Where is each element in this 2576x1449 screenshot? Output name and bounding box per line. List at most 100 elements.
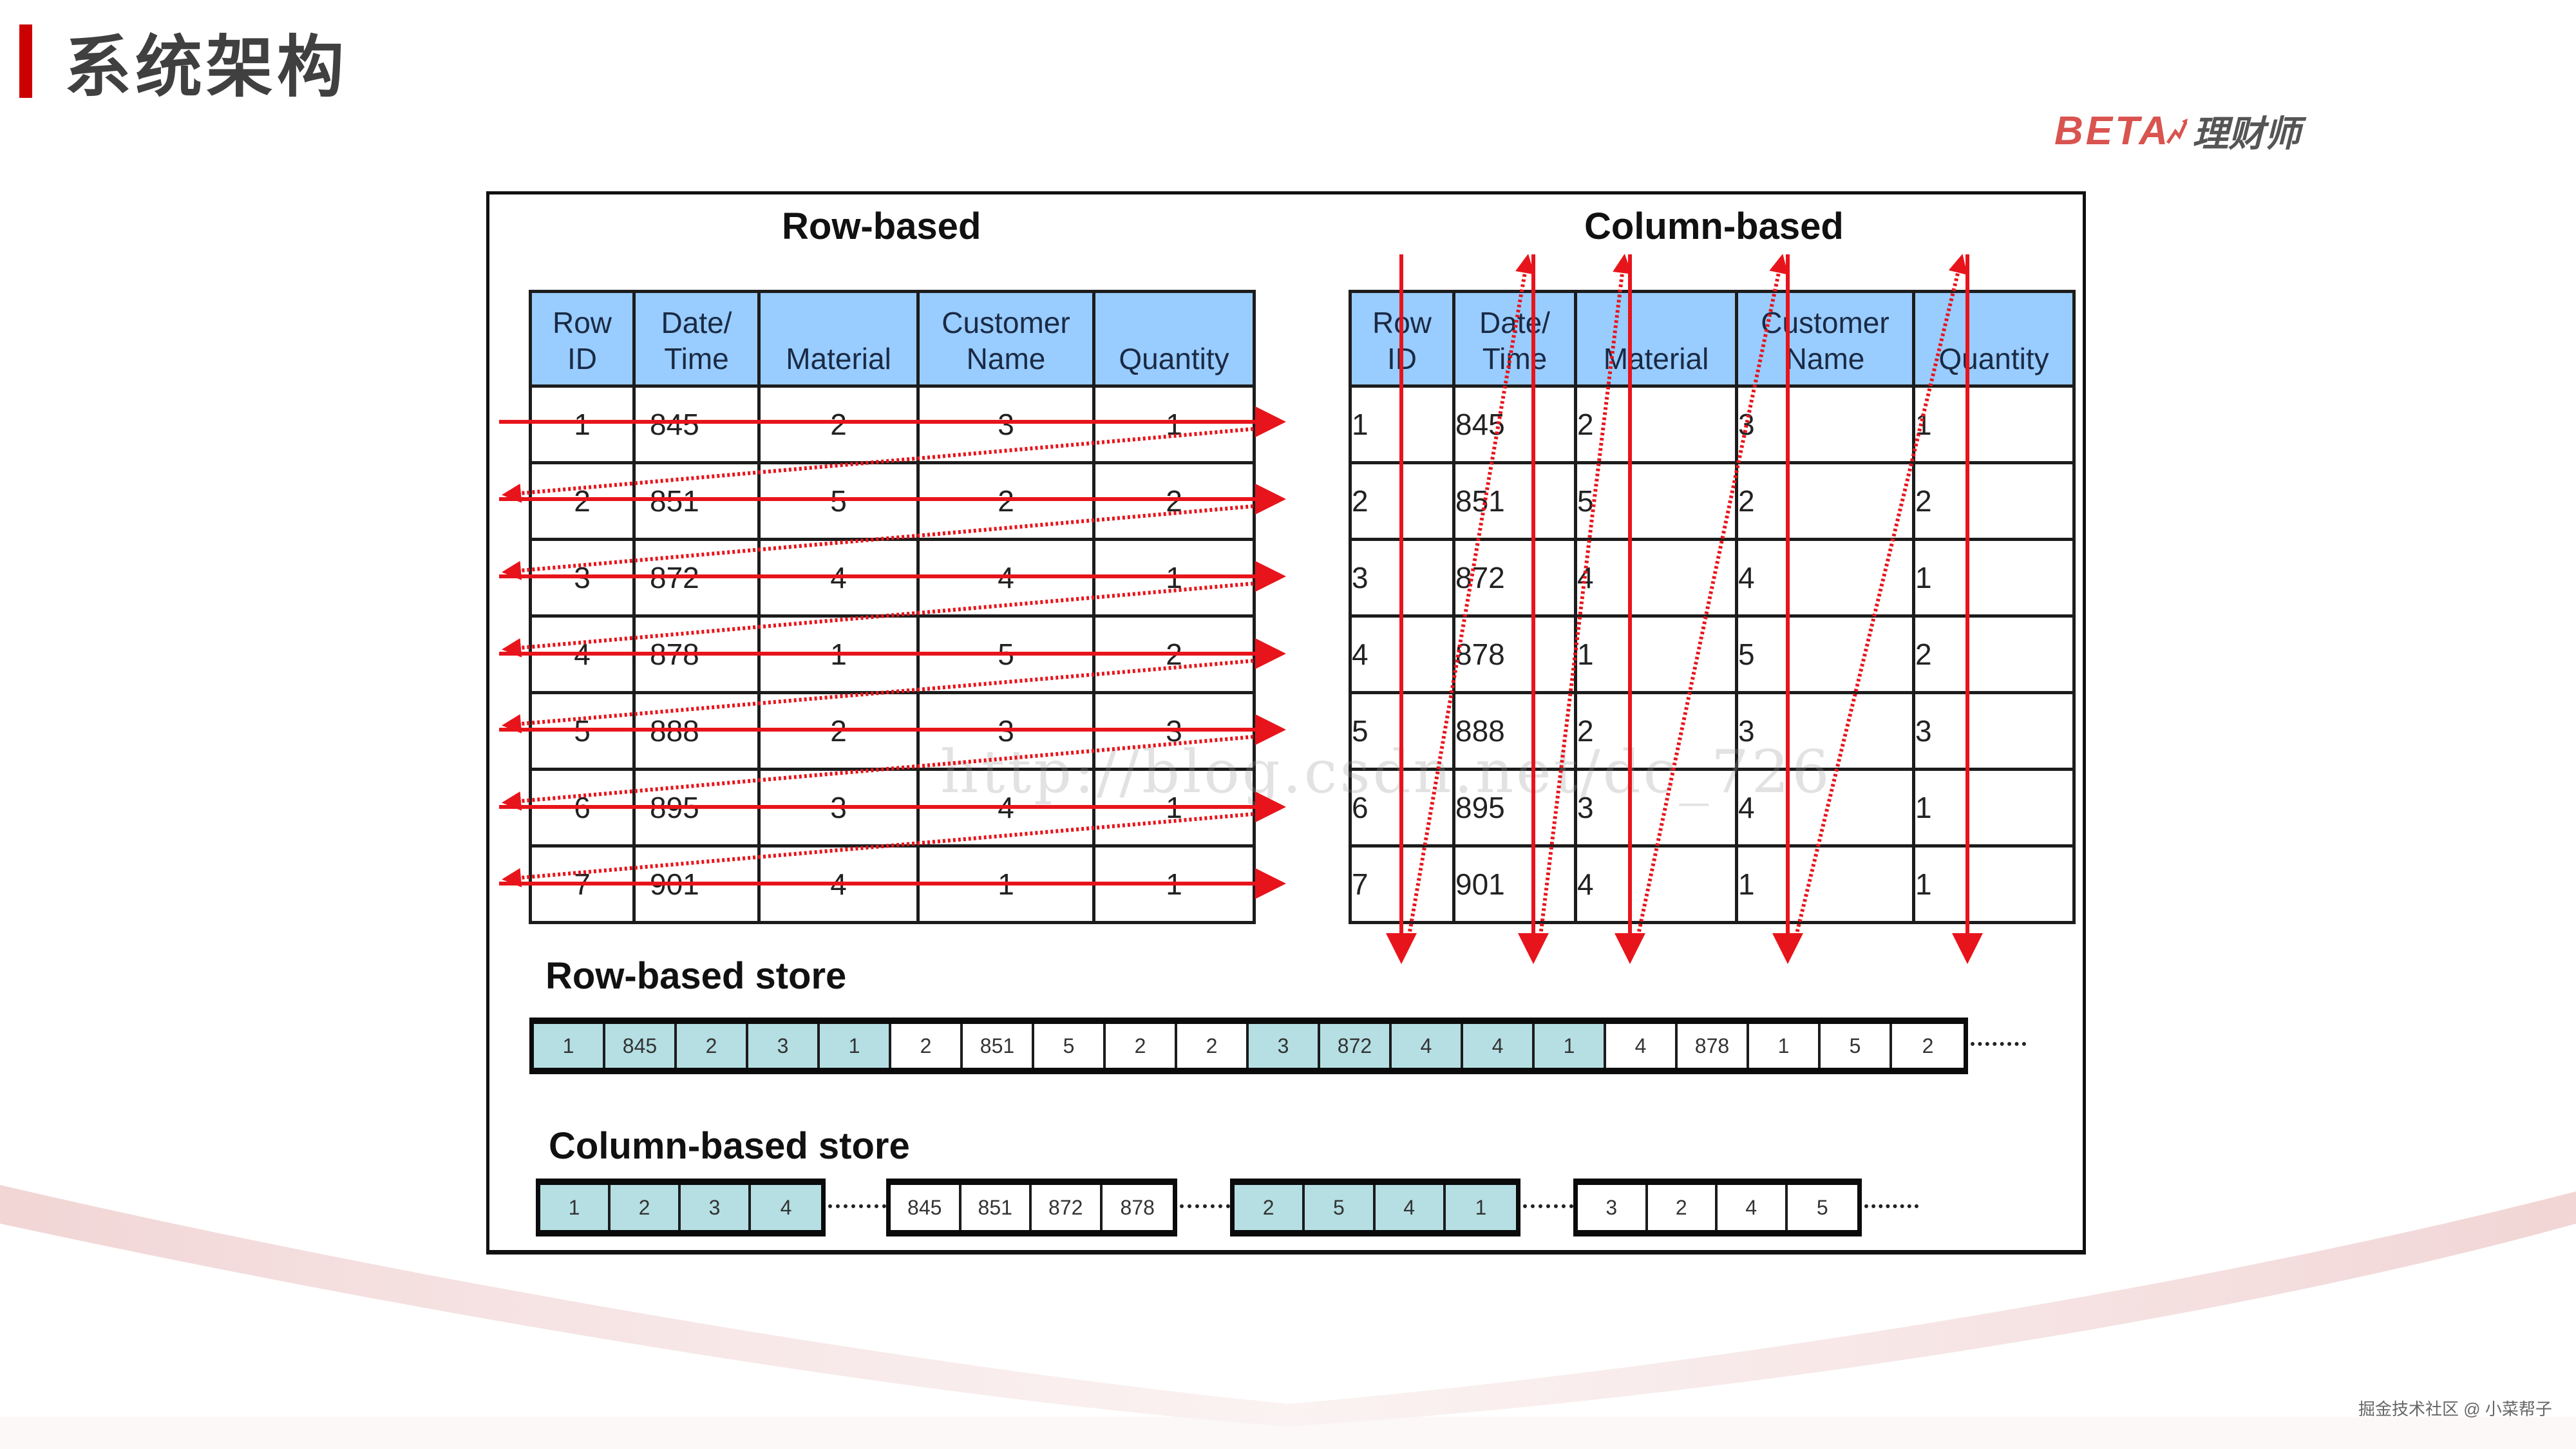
- column-store-label: Column-based store: [549, 1125, 910, 1167]
- cell-customer: 2: [1735, 461, 1915, 541]
- cell-date-time: 895: [632, 768, 761, 848]
- row-store-cell: 3: [748, 1024, 820, 1068]
- column-store-cell: 2: [611, 1185, 681, 1230]
- row-store-continuation: [1971, 1042, 2026, 1046]
- row-store-cell: 851: [963, 1024, 1034, 1068]
- column-store-continuation: [1180, 1204, 1230, 1208]
- cell-row-id: 7: [529, 844, 636, 924]
- cell-date-time: 901: [632, 844, 761, 924]
- column-store-continuation: [828, 1204, 886, 1208]
- page-title: 系统架构: [64, 28, 348, 106]
- cell-material: 1: [1574, 614, 1738, 694]
- cell-quantity: 1: [1912, 384, 2076, 464]
- row-store-cell: 3: [1249, 1024, 1320, 1068]
- header-quantity: Quantity: [1912, 290, 2076, 388]
- column-store-continuation: [1523, 1204, 1573, 1208]
- header-material: Material: [1574, 290, 1738, 388]
- header-quantity: Quantity: [1092, 290, 1256, 388]
- column-store-cell: 845: [891, 1185, 961, 1230]
- cell-quantity: 1: [1912, 538, 2076, 618]
- cell-quantity: 2: [1092, 461, 1256, 541]
- column-store-cell: 872: [1032, 1185, 1103, 1230]
- header-date-time: Date/Time: [1452, 290, 1577, 388]
- row-store-cell: 872: [1320, 1024, 1392, 1068]
- cell-row-id: 5: [529, 691, 636, 771]
- cell-customer: 5: [916, 614, 1095, 694]
- cell-quantity: 1: [1092, 384, 1256, 464]
- title-accent-bar: [19, 24, 32, 98]
- row-store-cell: 4: [1463, 1024, 1535, 1068]
- cell-customer: 3: [916, 384, 1095, 464]
- cell-material: 2: [1574, 384, 1738, 464]
- cell-material: 4: [757, 844, 920, 924]
- row-store-cell: 5: [1034, 1024, 1106, 1068]
- cell-material: 3: [757, 768, 920, 848]
- column-store-cell: 4: [1718, 1185, 1788, 1230]
- cell-date-time: 872: [1452, 538, 1577, 618]
- cell-customer: 5: [1735, 614, 1915, 694]
- cell-row-id: 6: [529, 768, 636, 848]
- column-store-continuation: [1864, 1204, 1918, 1208]
- row-store-cell: 1: [1535, 1024, 1606, 1068]
- column-store-cell: 3: [1578, 1185, 1648, 1230]
- row-store-cell: 5: [1821, 1024, 1892, 1068]
- cell-material: 2: [757, 691, 920, 771]
- row-store-cell: 1: [534, 1024, 605, 1068]
- column-store-cell: 4: [1375, 1185, 1446, 1230]
- row-store-cell: 2: [1106, 1024, 1177, 1068]
- cell-customer: 4: [1735, 538, 1915, 618]
- row-store-label: Row-based store: [545, 955, 847, 997]
- row-store-cell: 2: [677, 1024, 748, 1068]
- cell-row-id: 3: [529, 538, 636, 618]
- cell-date-time: 845: [632, 384, 761, 464]
- cell-quantity: 1: [1092, 844, 1256, 924]
- cell-date-time: 878: [632, 614, 761, 694]
- column-store-cell: 3: [681, 1185, 751, 1230]
- cell-customer: 4: [916, 538, 1095, 618]
- logo-chinese-text: 理财师: [2192, 113, 2301, 155]
- cell-customer: 1: [1735, 844, 1915, 924]
- cell-customer: 2: [916, 461, 1095, 541]
- row-store-cell: 845: [605, 1024, 677, 1068]
- cell-row-id: 7: [1349, 844, 1455, 924]
- column-store-cell: 1: [540, 1185, 611, 1230]
- cell-row-id: 4: [529, 614, 636, 694]
- row-store-cell: 4: [1606, 1024, 1678, 1068]
- header-date-time: Date/Time: [632, 290, 761, 388]
- column-store-cell: 2: [1647, 1185, 1718, 1230]
- cell-quantity: 3: [1912, 691, 2076, 771]
- row-store-cell: 878: [1678, 1024, 1749, 1068]
- cell-row-id: 2: [529, 461, 636, 541]
- cell-material: 5: [757, 461, 920, 541]
- logo-latin-text: BETA: [2054, 108, 2171, 153]
- row-based-title: Row-based: [782, 205, 981, 247]
- cell-date-time: 851: [632, 461, 761, 541]
- cell-row-id: 1: [1349, 384, 1455, 464]
- column-store-cell: 2: [1235, 1185, 1305, 1230]
- cell-material: 4: [1574, 844, 1738, 924]
- row-store-cell: 2: [1892, 1024, 1964, 1068]
- cell-material: 4: [1574, 538, 1738, 618]
- column-store-cell: 1: [1445, 1185, 1516, 1230]
- cell-date-time: 901: [1452, 844, 1577, 924]
